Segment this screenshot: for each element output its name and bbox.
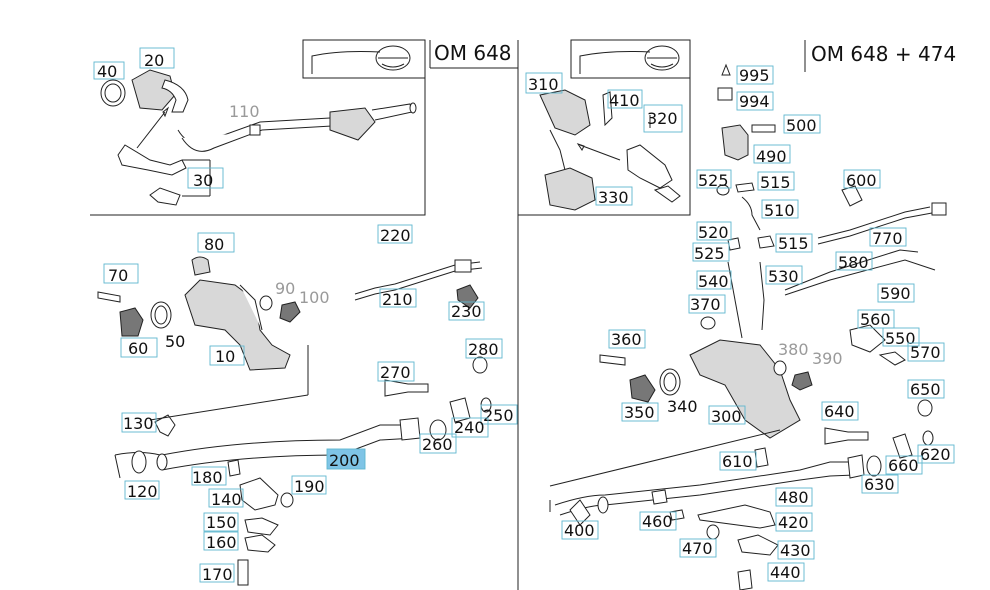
callout-label: 420 <box>778 513 809 532</box>
panel-title-right: OM 648 + 474 <box>811 42 956 66</box>
right-main-assembly <box>549 63 947 590</box>
callout-label: 460 <box>642 512 673 531</box>
callout-label: 520 <box>698 223 729 242</box>
callout-label: 600 <box>846 171 877 190</box>
callout-label: 410 <box>609 91 640 110</box>
callout-label: 50 <box>165 332 185 351</box>
panel-frames <box>90 39 806 590</box>
callout-label: 210 <box>382 290 413 309</box>
callout-label: 560 <box>860 310 891 329</box>
callout-label: 530 <box>768 267 799 286</box>
callout-labels: 40 20 110 30 80 220 70 90 100 210 230 60… <box>93 47 955 584</box>
callout-label: 350 <box>624 403 655 422</box>
callout-label: 515 <box>778 234 809 253</box>
callout-label: 470 <box>682 539 713 558</box>
callout-label: 510 <box>764 201 795 220</box>
callout-label: 380 <box>778 340 809 359</box>
callout-label: 995 <box>739 66 770 85</box>
callout-label: 650 <box>910 380 941 399</box>
highlighted-part-200[interactable] <box>326 448 366 470</box>
callout-label: 180 <box>192 468 223 487</box>
panel-title-left: OM 648 <box>434 41 512 65</box>
callout-label: 430 <box>780 541 811 560</box>
callout-label: 270 <box>380 363 411 382</box>
callout-label: 200 <box>329 451 360 470</box>
callout-label: 90 <box>275 279 295 298</box>
callout-label: 310 <box>528 75 559 94</box>
callout-label: 640 <box>824 402 855 421</box>
callout-label: 390 <box>812 349 843 368</box>
callout-label: 610 <box>722 452 753 471</box>
callout-label: 80 <box>204 235 224 254</box>
callout-label: 320 <box>647 109 678 128</box>
callout-label: 10 <box>215 347 235 366</box>
callout-label: 580 <box>838 253 869 272</box>
callout-label: 70 <box>108 266 128 285</box>
callout-label: 170 <box>202 565 233 584</box>
callout-label: 400 <box>564 521 595 540</box>
callout-label: 300 <box>711 407 742 426</box>
callout-label: 480 <box>778 488 809 507</box>
callout-label: 370 <box>690 295 721 314</box>
callout-label: 525 <box>698 171 729 190</box>
inset-right-top <box>539 89 681 211</box>
callout-label: 280 <box>468 340 499 359</box>
callout-label: 150 <box>206 513 237 532</box>
callout-label: 500 <box>786 116 817 135</box>
callout-label: 570 <box>910 343 941 362</box>
callout-label: 240 <box>454 418 485 437</box>
callout-label: 994 <box>739 92 770 111</box>
callout-label: 20 <box>144 51 164 70</box>
callout-label: 590 <box>880 284 911 303</box>
callout-label: 525 <box>694 244 725 263</box>
callout-label: 540 <box>698 272 729 291</box>
callout-label: 30 <box>193 171 213 190</box>
callout-label: 620 <box>920 445 951 464</box>
callout-label: 130 <box>123 414 154 433</box>
callout-label: 140 <box>211 490 242 509</box>
callout-label: 260 <box>422 435 453 454</box>
callout-label: 250 <box>483 406 514 425</box>
callout-label: 40 <box>97 62 117 81</box>
callout-label: 190 <box>294 477 325 496</box>
callout-label: 160 <box>206 533 237 552</box>
left-main-assembly <box>97 256 492 586</box>
callout-label: 230 <box>451 302 482 321</box>
callout-label: 120 <box>127 482 158 501</box>
callout-label: 220 <box>380 226 411 245</box>
callout-label: 360 <box>611 330 642 349</box>
callout-label: 630 <box>864 475 895 494</box>
callout-label: 340 <box>667 397 698 416</box>
callout-label: 330 <box>598 188 629 207</box>
callout-label: 60 <box>128 339 148 358</box>
callout-label: 440 <box>770 563 801 582</box>
callout-label: 100 <box>299 288 330 307</box>
inset-left-top <box>100 69 417 206</box>
callout-label: 660 <box>888 456 919 475</box>
callout-label: 490 <box>756 147 787 166</box>
callout-label: 515 <box>760 173 791 192</box>
callout-label: 770 <box>872 229 903 248</box>
callout-label: 110 <box>229 102 260 121</box>
